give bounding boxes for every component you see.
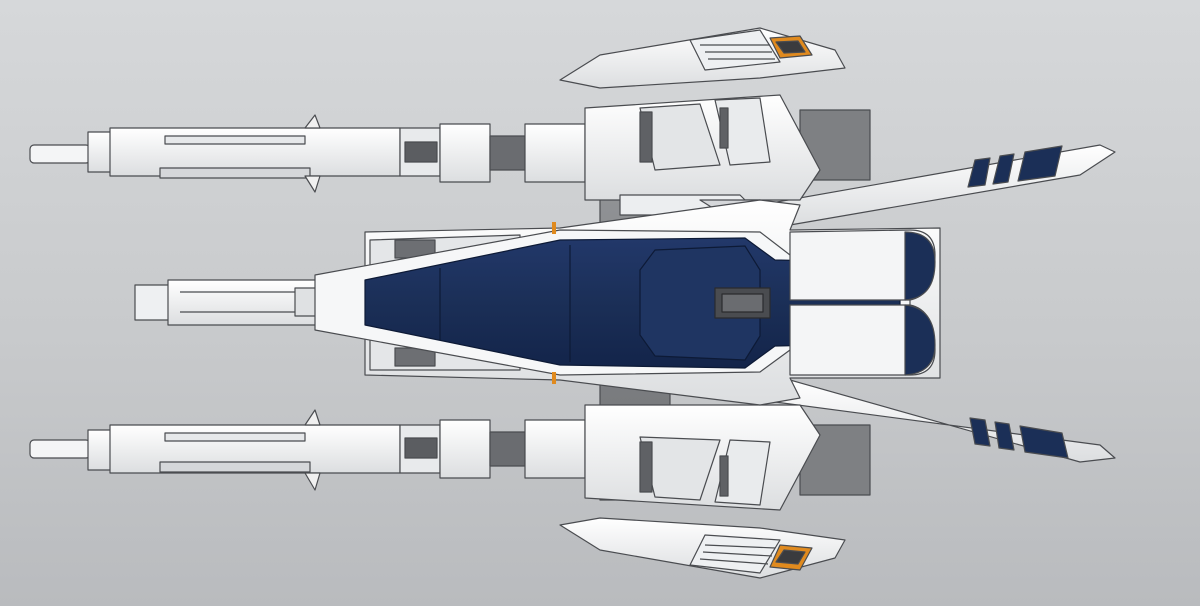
rear-thrusters	[789, 229, 936, 376]
orange-accent-marks	[552, 222, 556, 384]
lower-beam-rifle	[29, 409, 586, 491]
upper-shield-plate	[559, 27, 846, 89]
lower-armor-block	[584, 404, 821, 511]
lower-swept-wing	[759, 379, 1116, 463]
lower-shield-plate	[559, 517, 846, 579]
navy-hull-panel	[314, 229, 911, 376]
nose-cannon	[134, 279, 321, 326]
upper-beam-rifle	[29, 114, 586, 193]
